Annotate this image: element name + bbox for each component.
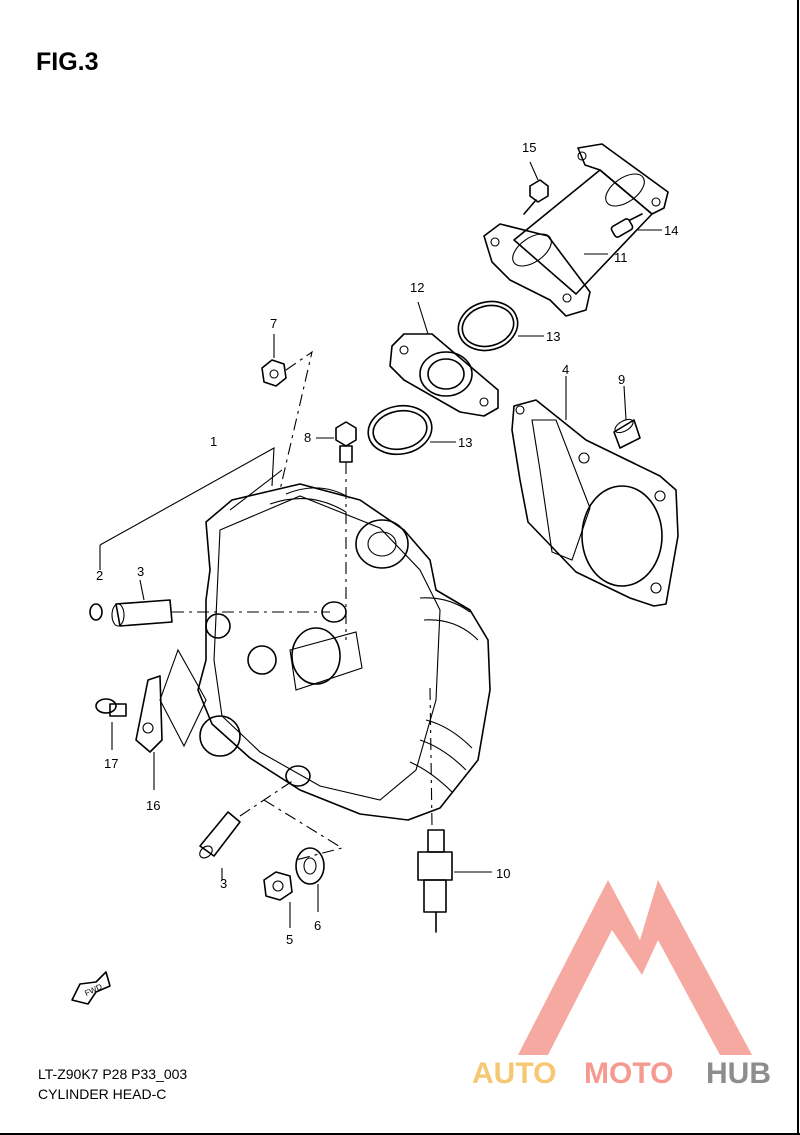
nut-part-7 — [261, 334, 313, 491]
callout-9: 9 — [618, 372, 625, 387]
dowel-pin-part-9 — [613, 385, 641, 449]
figure-title: FIG.3 — [36, 48, 99, 76]
callout-8: 8 — [304, 430, 311, 445]
callout-6: 6 — [314, 918, 321, 933]
bolt-part-15 — [523, 161, 549, 215]
callout-17: 17 — [104, 756, 118, 771]
callout-10: 10 — [496, 866, 510, 881]
callout-1: 1 — [210, 434, 217, 449]
callout-2: 2 — [96, 568, 103, 583]
bolt-part-14 — [610, 213, 662, 238]
frame-border-right — [797, 0, 799, 1135]
cylinder-gasket-part-4 — [511, 376, 679, 607]
dowel-pin-part-3-upper — [111, 579, 330, 627]
cylinder-head-part-1 — [197, 469, 491, 821]
callout-15: 15 — [522, 140, 536, 155]
watermark-text-auto: AUTO — [472, 1057, 556, 1090]
insulator-part-12 — [389, 301, 499, 417]
o-ring-part-2 — [89, 447, 275, 621]
callout-11: 11 — [614, 250, 628, 265]
spark-plug-part-10 — [417, 687, 492, 933]
figure-code: LT-Z90K7 P28 P33_003 — [38, 1066, 188, 1082]
callout-5: 5 — [286, 932, 293, 947]
bracket-part-16 — [135, 648, 207, 790]
watermark-text-moto: MOTO — [584, 1057, 673, 1090]
figure-caption: CYLINDER HEAD-C — [38, 1086, 167, 1102]
nut-part-5 — [263, 871, 293, 928]
o-ring-part-13-upper — [457, 300, 544, 352]
callout-3-lower: 3 — [220, 876, 227, 891]
callout-14: 14 — [664, 223, 678, 238]
forward-arrow-icon: FWD — [71, 971, 111, 1005]
watermark-text-hub: HUB — [706, 1057, 771, 1090]
watermark-logo: AUTO MOTO HUB — [472, 880, 771, 1090]
callout-16: 16 — [146, 798, 160, 813]
callout-13-lower: 13 — [458, 435, 472, 450]
intake-pipe-part-11 — [483, 143, 669, 317]
callout-12: 12 — [410, 280, 424, 295]
washer-part-6 — [263, 799, 344, 912]
callout-4: 4 — [562, 362, 569, 377]
callout-13-upper: 13 — [546, 329, 560, 344]
o-ring-part-13-lower — [367, 404, 456, 456]
bolt-part-8 — [316, 421, 357, 640]
callout-7: 7 — [270, 316, 277, 331]
screw-part-17 — [95, 698, 127, 750]
dowel-pin-part-3-lower — [199, 779, 295, 880]
callout-3-upper: 3 — [137, 564, 144, 579]
frame-border-bottom — [0, 1133, 800, 1135]
